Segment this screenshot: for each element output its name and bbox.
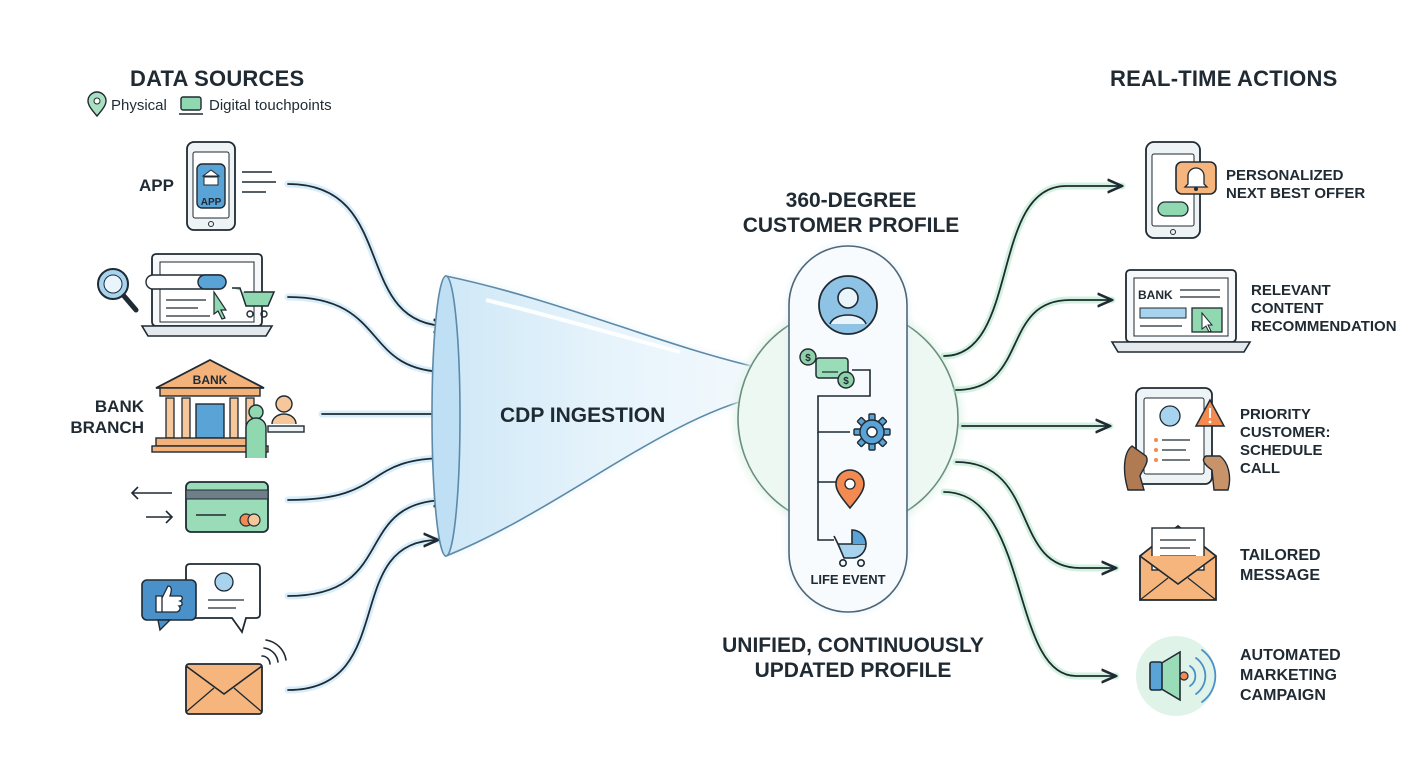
- output-connectors: [940, 186, 1126, 676]
- bank-branch-icon: BANK: [151, 358, 305, 458]
- location-pin-icon: [835, 469, 865, 510]
- cdp-funnel: [431, 275, 761, 558]
- legend-digital-label: Digital touchpoints: [209, 97, 332, 114]
- source-app-label: APP: [139, 176, 174, 195]
- connector-message: [955, 461, 1116, 568]
- envelope-letter-icon: [1139, 524, 1217, 601]
- mobile-app-icon: APP: [186, 141, 276, 231]
- connector-content: [955, 300, 1112, 391]
- input-connectors: [284, 180, 454, 694]
- action-campaign-label: AUTOMATED MARKETING CAMPAIGN: [1240, 647, 1341, 704]
- action-content-label: RELEVANT CONTENT RECOMMENDATION: [1251, 282, 1397, 335]
- money-transactions-icon: $ $: [799, 348, 855, 389]
- tablet-alert-icon: [1123, 387, 1231, 491]
- svg-text:$: $: [843, 376, 849, 387]
- funnel-label: CDP INGESTION: [500, 404, 666, 427]
- laptop-web-shopping-icon: [97, 253, 276, 337]
- baby-stroller-icon: [833, 529, 867, 567]
- laptop-bank-content-icon: BANK: [1110, 269, 1252, 353]
- source-branch-label: BANK BRANCH: [70, 397, 144, 437]
- app-icon-text: APP: [201, 197, 222, 208]
- connector-web: [287, 296, 448, 372]
- profile-title: 360-DEGREE CUSTOMER PROFILE: [742, 189, 960, 237]
- connector-social: [287, 500, 448, 597]
- connector-email: [287, 540, 438, 691]
- connector-campaign: [943, 491, 1116, 676]
- bank-icon-text: BANK: [193, 373, 228, 387]
- phone-notification-icon: [1145, 141, 1217, 239]
- credit-card-transactions-icon: [130, 481, 269, 533]
- connector-card: [287, 458, 448, 501]
- action-offer-label: PERSONALIZED NEXT BEST OFFER: [1226, 167, 1366, 202]
- gear-icon: [853, 413, 891, 451]
- profile-caption: UNIFIED, CONTINUOUSLY UPDATED PROFILE: [722, 634, 984, 682]
- megaphone-icon: [1136, 636, 1217, 716]
- legend-physical-label: Physical: [111, 97, 167, 114]
- legend-digital: Digital touchpoints: [209, 97, 332, 114]
- legend-physical: Physical: [111, 97, 167, 114]
- bank-content-icon-text: BANK: [1138, 288, 1173, 302]
- connector-app: [287, 183, 448, 326]
- data-sources-title: DATA SOURCES: [130, 66, 305, 91]
- map-pin-icon: [87, 91, 107, 118]
- social-chat-icon: [141, 563, 261, 635]
- profile-connectors: [817, 369, 871, 541]
- email-icon: [185, 639, 287, 715]
- svg-text:$: $: [805, 353, 811, 364]
- avatar-icon: [818, 275, 878, 335]
- life-event-label: LIFE EVENT: [810, 572, 886, 587]
- action-priority-label: PRIORITY CUSTOMER: SCHEDULE CALL: [1240, 406, 1331, 477]
- connector-offer: [943, 186, 1122, 357]
- real-time-actions-title: REAL-TIME ACTIONS: [1110, 66, 1338, 91]
- action-message-label: TAILORED MESSAGE: [1240, 547, 1321, 584]
- screen-icon: [179, 96, 203, 115]
